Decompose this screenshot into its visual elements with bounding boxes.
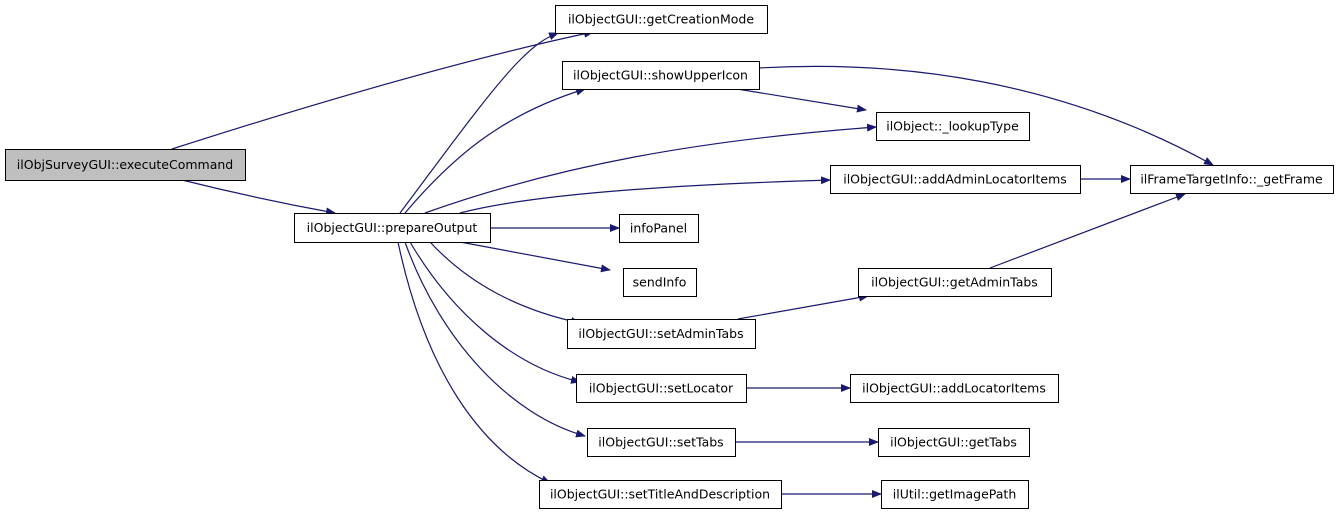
node-label: ilFrameTargetInfo::_getFrame xyxy=(1140,172,1323,187)
edge-line xyxy=(397,241,551,484)
edge-line xyxy=(181,179,336,216)
edge-line xyxy=(737,293,869,320)
edge-line xyxy=(399,32,559,214)
edge-line xyxy=(459,176,831,214)
edge-line xyxy=(459,241,611,273)
node-upper[interactable]: ilObjectGUI::showUpperIcon xyxy=(562,61,760,90)
edge-line xyxy=(404,87,586,214)
edge-prepare-to-addadmin xyxy=(459,176,831,214)
node-setloc[interactable]: ilObjectGUI::setLocator xyxy=(576,374,747,403)
node-execute[interactable]: ilObjSurveyGUI::executeCommand xyxy=(5,149,246,181)
node-lookup[interactable]: ilObject::_lookupType xyxy=(876,112,1030,141)
node-prepare[interactable]: ilObjectGUI::prepareOutput xyxy=(294,213,491,243)
edge-prepare-to-lookup xyxy=(424,123,877,214)
node-box xyxy=(850,374,1059,403)
node-label: ilObjectGUI::prepareOutput xyxy=(307,220,478,235)
edge-upper-to-frame xyxy=(758,65,1214,166)
node-box xyxy=(876,112,1030,141)
node-label: ilObjectGUI::getTabs xyxy=(890,435,1017,450)
edge-prepare-to-settitle xyxy=(397,241,551,484)
node-box xyxy=(555,5,768,34)
node-label: infoPanel xyxy=(630,221,687,236)
edge-getadmin-to-frame xyxy=(989,193,1186,269)
edge-prepare-to-send xyxy=(459,241,611,273)
node-box xyxy=(623,268,697,297)
node-box xyxy=(830,165,1081,194)
node-addloc[interactable]: ilObjectGUI::addLocatorItems xyxy=(850,374,1059,403)
node-box xyxy=(567,319,756,349)
edge-upper-to-lookup xyxy=(736,88,867,113)
node-frame[interactable]: ilFrameTargetInfo::_getFrame xyxy=(1130,165,1334,194)
edge-line xyxy=(736,88,867,113)
node-box xyxy=(881,480,1029,509)
node-box xyxy=(294,213,491,243)
node-box xyxy=(1130,165,1334,194)
node-label: sendInfo xyxy=(633,275,687,290)
node-box xyxy=(5,149,246,181)
edge-prepare-to-creation xyxy=(399,32,559,214)
edges xyxy=(171,29,1214,498)
edge-execute-to-creation xyxy=(171,29,594,150)
edge-line xyxy=(409,241,581,384)
node-box xyxy=(587,428,736,457)
node-getadmin[interactable]: ilObjectGUI::getAdminTabs xyxy=(858,268,1052,297)
edge-setadmin-to-getadmin xyxy=(737,293,869,320)
edge-prepare-to-setloc xyxy=(409,241,581,384)
node-setadmin[interactable]: ilObjectGUI::setAdminTabs xyxy=(567,319,756,349)
edge-line xyxy=(424,123,877,214)
edge-line xyxy=(429,241,581,326)
node-box xyxy=(562,61,760,90)
node-label: ilObjectGUI::getCreationMode xyxy=(568,12,754,27)
node-label: ilObjectGUI::setLocator xyxy=(589,381,734,396)
edge-line xyxy=(404,241,586,438)
node-box xyxy=(576,374,747,403)
node-label: ilObjSurveyGUI::executeCommand xyxy=(17,157,233,172)
node-box xyxy=(858,268,1052,297)
edge-prepare-to-settabs xyxy=(404,241,586,438)
node-send[interactable]: sendInfo xyxy=(623,268,697,297)
node-box xyxy=(619,214,699,243)
node-addadmin[interactable]: ilObjectGUI::addAdminLocatorItems xyxy=(830,165,1081,194)
nodes: ilObjSurveyGUI::executeCommandilObjectGU… xyxy=(5,5,1334,509)
node-label: ilObjectGUI::setTitleAndDescription xyxy=(550,487,770,502)
node-label: ilObjectGUI::addLocatorItems xyxy=(862,381,1046,396)
node-label: ilObjectGUI::addAdminLocatorItems xyxy=(843,172,1067,187)
edge-prepare-to-setadmin xyxy=(429,241,581,326)
node-label: ilObject::_lookupType xyxy=(886,119,1019,134)
edge-execute-to-prepare xyxy=(181,179,336,216)
node-label: ilUtil::getImagePath xyxy=(893,487,1017,502)
node-label: ilObjectGUI::setAdminTabs xyxy=(578,326,743,341)
node-info[interactable]: infoPanel xyxy=(619,214,699,243)
edge-line xyxy=(989,193,1186,269)
edge-prepare-to-upper xyxy=(404,87,586,214)
node-box xyxy=(539,480,782,509)
node-label: ilObjectGUI::getAdminTabs xyxy=(871,275,1038,290)
node-label: ilObjectGUI::setTabs xyxy=(598,435,723,450)
node-box xyxy=(878,428,1030,457)
node-imgpath[interactable]: ilUtil::getImagePath xyxy=(881,480,1029,509)
edge-line xyxy=(758,65,1214,166)
node-settitle[interactable]: ilObjectGUI::setTitleAndDescription xyxy=(539,480,782,509)
node-settabs[interactable]: ilObjectGUI::setTabs xyxy=(587,428,736,457)
node-label: ilObjectGUI::showUpperIcon xyxy=(573,68,748,83)
node-creation[interactable]: ilObjectGUI::getCreationMode xyxy=(555,5,768,34)
edge-line xyxy=(171,29,594,150)
node-gettabs[interactable]: ilObjectGUI::getTabs xyxy=(878,428,1030,457)
